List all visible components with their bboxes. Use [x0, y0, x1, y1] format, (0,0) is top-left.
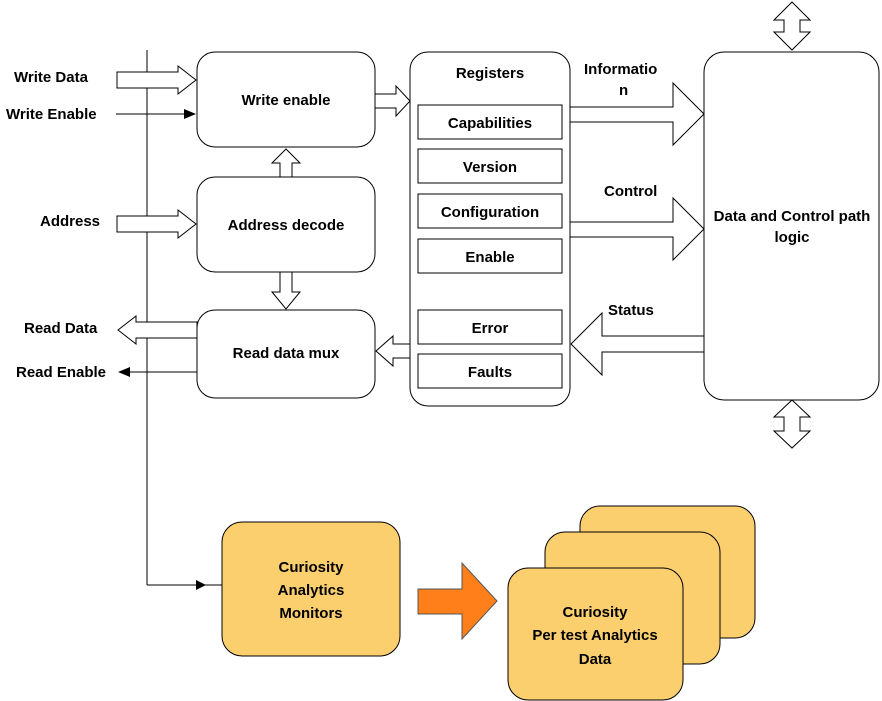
- write-data-label: Write Data: [14, 69, 89, 86]
- registers-to-read-arrow: [375, 334, 411, 368]
- register-error-label: Error: [472, 320, 509, 337]
- register-error: [417, 309, 563, 345]
- analytics-data-label-line3: Data: [579, 651, 612, 668]
- register-configuration: [417, 193, 563, 229]
- write-to-registers-arrow: [374, 84, 411, 118]
- status-arrow: [570, 311, 707, 377]
- read-enable-arrowhead: [118, 367, 130, 377]
- read-data-mux-block-label: Read data mux: [233, 345, 340, 362]
- register-version: [417, 148, 563, 184]
- register-version-label: Version: [463, 159, 517, 176]
- address-decode-block-label: Address decode: [228, 217, 345, 234]
- register-capabilities: [417, 104, 563, 140]
- write-enable-arrowhead: [184, 109, 196, 119]
- bottom-bidirectional-arrow: [772, 399, 812, 449]
- read-enable-label: Read Enable: [16, 364, 106, 381]
- register-faults-label: Faults: [468, 364, 512, 381]
- read-data-arrow: [117, 314, 198, 346]
- data-control-label-line2: logic: [774, 229, 809, 246]
- control-label: Control: [604, 183, 657, 200]
- decode-to-write-arrow: [270, 148, 302, 178]
- analytics-data-label-line1: Curiosity: [562, 604, 628, 621]
- read-data-label: Read Data: [24, 320, 98, 337]
- information-label-line2: n: [619, 82, 628, 99]
- information-label-line1: Informatio: [584, 61, 657, 78]
- write-data-arrow: [116, 64, 197, 96]
- register-configuration-label: Configuration: [441, 204, 539, 221]
- bus-to-monitors-arrowhead: [196, 580, 206, 590]
- analytics-monitors-block: [221, 521, 401, 657]
- write-enable-label: Write Enable: [6, 106, 97, 123]
- top-bidirectional-arrow: [772, 1, 812, 51]
- decode-to-read-arrow: [270, 271, 302, 310]
- information-arrow: [569, 81, 705, 147]
- analytics-data-block: [507, 567, 684, 701]
- monitors-label-line1: Curiosity: [278, 559, 344, 576]
- register-faults: [417, 353, 563, 389]
- write-enable-block-label: Write enable: [242, 92, 331, 109]
- monitors-label-line2: Analytics: [278, 582, 345, 599]
- register-enable-label: Enable: [465, 249, 514, 266]
- read-data-mux-block: [196, 309, 376, 399]
- status-label: Status: [608, 302, 654, 319]
- monitors-to-data-arrow: [417, 561, 498, 641]
- monitors-label-line3: Monitors: [279, 605, 342, 622]
- data-control-label-line1: Data and Control path: [714, 208, 871, 225]
- register-enable: [417, 238, 563, 274]
- control-arrow: [569, 196, 705, 262]
- address-arrow: [116, 208, 197, 240]
- register-capabilities-label: Capabilities: [448, 115, 532, 132]
- analytics-data-label-line2: Per test Analytics: [532, 627, 657, 644]
- registers-title: Registers: [456, 65, 524, 82]
- data-control-block: [703, 51, 880, 401]
- address-label: Address: [40, 213, 100, 230]
